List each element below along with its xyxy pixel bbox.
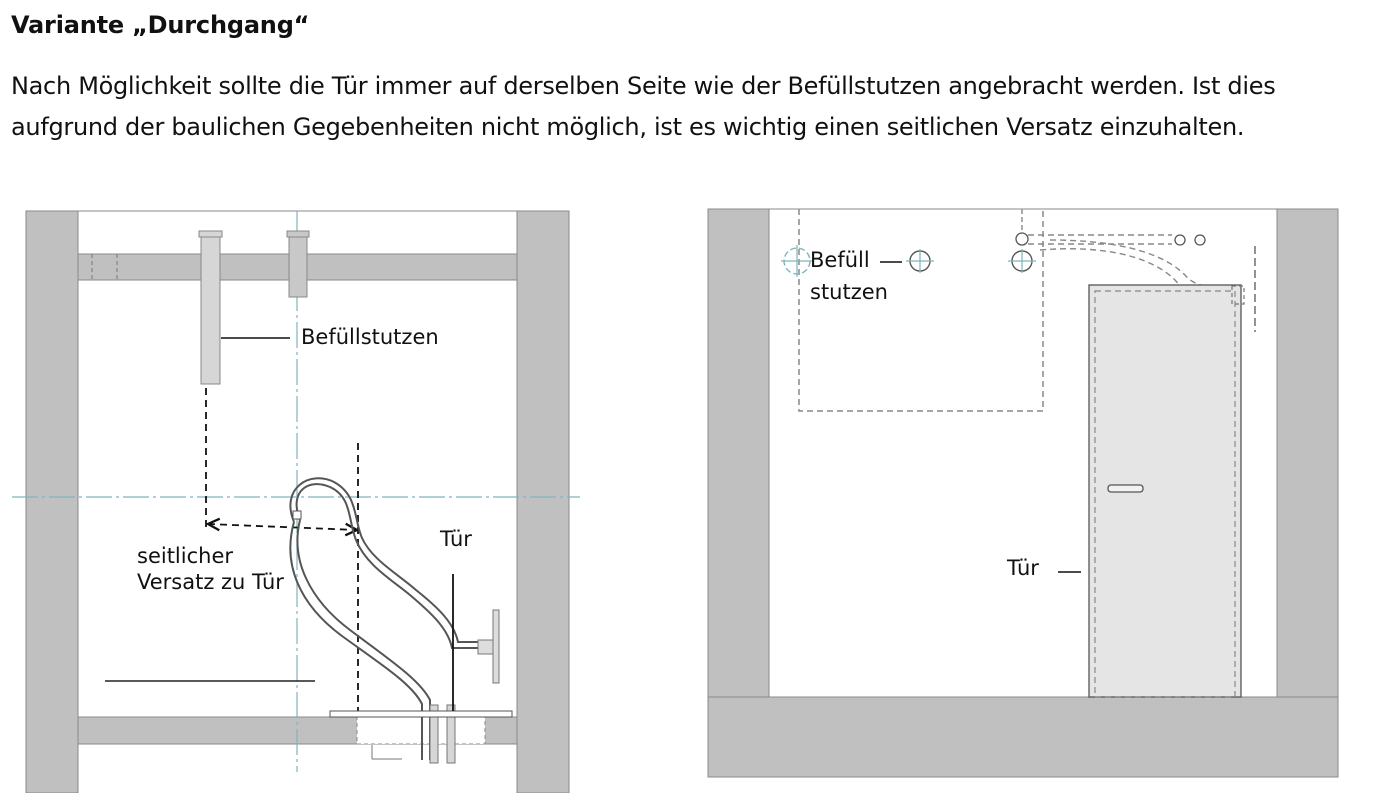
- door-label-right: Tür: [1006, 556, 1039, 580]
- right-wall-elevation: [1276, 208, 1339, 698]
- filler-label-line-2: stutzen: [810, 280, 888, 304]
- offset-dimension-arrow: [208, 524, 357, 530]
- filler-symbol-middle: [906, 249, 934, 273]
- pipe-routing: [1028, 234, 1236, 294]
- filler-symbol-right: [1008, 249, 1036, 273]
- filler-label: Befüllstutzen: [301, 325, 439, 349]
- floor-elevation: [707, 696, 1339, 778]
- filler-symbol-left: [781, 245, 813, 277]
- intro-line-1: Nach Möglichkeit sollte die Tür immer au…: [11, 72, 1276, 100]
- intro-line-2: aufgrund der baulichen Gegebenheiten nic…: [11, 113, 1245, 141]
- section-heading: Variante „Durchgang“: [11, 11, 310, 39]
- door-handle: [1107, 484, 1144, 493]
- door-label: Tür: [439, 527, 472, 551]
- left-wall-elevation: [707, 208, 770, 698]
- filler-label-line-1: Befüll: [810, 248, 870, 272]
- right-wall: [516, 210, 570, 793]
- intro-paragraph: Nach Möglichkeit sollte die Tür immer au…: [11, 66, 1386, 148]
- door-frame: [492, 609, 500, 684]
- offset-label-line-1: seitlicher: [137, 544, 233, 568]
- handrail-outline: [295, 483, 480, 649]
- offset-label-line-2: Versatz zu Tür: [137, 570, 284, 594]
- left-wall: [25, 210, 79, 793]
